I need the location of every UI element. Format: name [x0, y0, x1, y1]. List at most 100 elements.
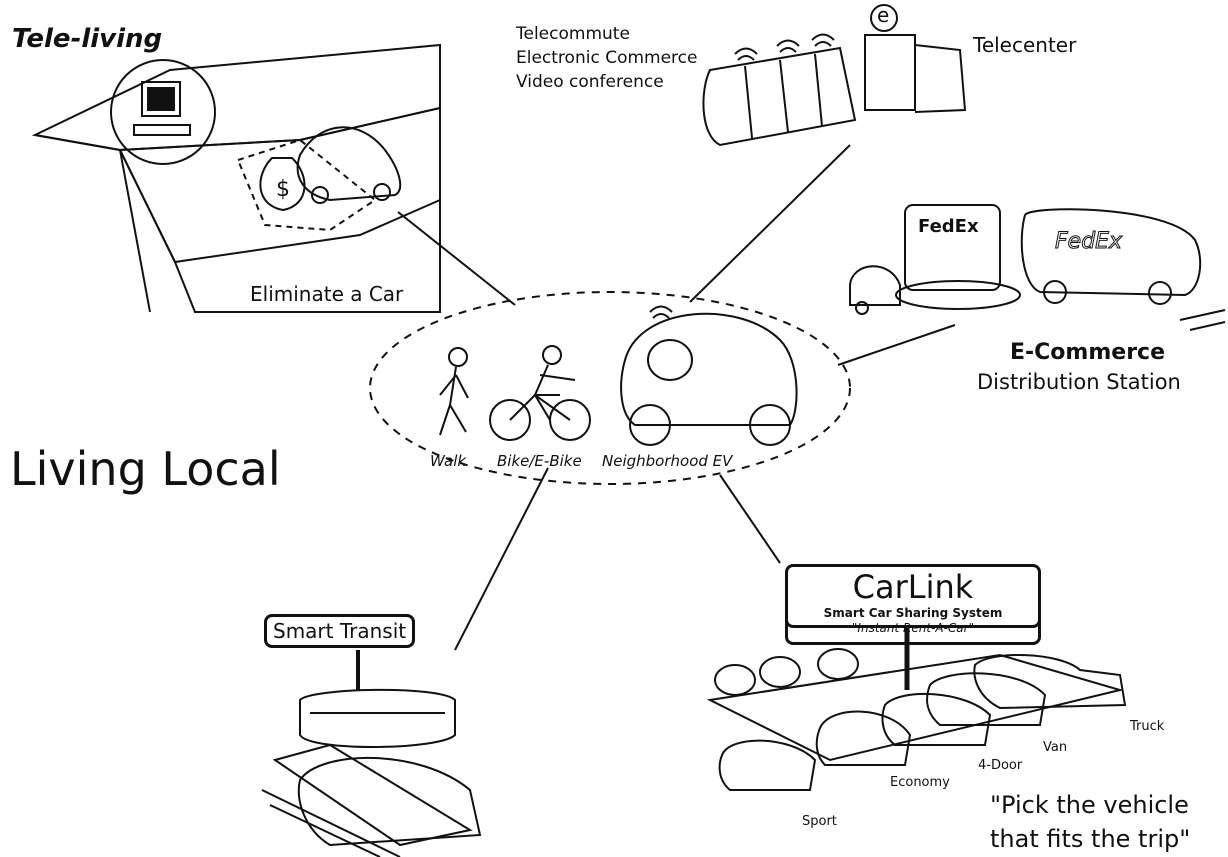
cyclist-body — [535, 365, 575, 420]
van-brand: FedEx — [1055, 229, 1123, 254]
wifi-1 — [735, 49, 757, 61]
ev-wifi — [650, 307, 672, 319]
mode-bike: Bike/E-Bike — [497, 452, 582, 470]
telecenter-services: Telecommute Electronic Commerce Video co… — [516, 22, 697, 94]
bg-car-3 — [818, 649, 858, 679]
telecenter-title: Telecenter — [973, 33, 1077, 57]
ecommerce-subtitle: Distribution Station — [977, 370, 1181, 394]
mode-walk: Walk — [430, 452, 467, 470]
vehicle-type-economy: Economy — [890, 775, 950, 790]
telecenter-annex — [915, 45, 965, 112]
bike-wheel-1 — [490, 400, 530, 440]
telecenter-box — [865, 35, 915, 110]
screen — [148, 88, 174, 110]
pick-vehicle-quote: "Pick the vehicle that fits the trip" — [990, 788, 1190, 856]
station-brand: FedEx — [918, 216, 979, 237]
monitor — [142, 82, 180, 116]
service-video-conference: Video conference — [516, 72, 664, 92]
cyclist-head — [543, 346, 561, 364]
bus-rib-3 — [815, 54, 822, 126]
computer-circle — [111, 60, 215, 164]
bike-wheel-2 — [550, 400, 590, 440]
ecommerce-title: E-Commerce — [1010, 340, 1165, 365]
house-front — [120, 150, 150, 312]
bus-rib-1 — [745, 66, 752, 138]
tele-living-house-drawing: $ — [35, 45, 440, 312]
fourdoor-car — [882, 694, 990, 745]
telecenter-drawing — [703, 5, 965, 145]
e-badge-circle — [871, 5, 897, 31]
exit-arrow — [1180, 310, 1225, 330]
bike-frame — [510, 395, 570, 420]
line-to-carlink — [720, 475, 780, 563]
quote-line-1: "Pick the vehicle — [990, 791, 1189, 819]
carlink-tagline: "Instant Rent-A-Car" — [851, 621, 975, 635]
ev-body — [621, 314, 796, 425]
wifi-3 — [812, 35, 834, 47]
delivery-van — [1022, 209, 1200, 295]
sport-car — [720, 741, 815, 790]
carlink-sign: CarLink — [785, 564, 1041, 628]
parking-outline — [238, 140, 375, 230]
carlink-sign-lower: Smart Car Sharing System "Instant Rent-A… — [785, 606, 1041, 645]
transit-drawing — [262, 650, 480, 857]
bus-rib-2 — [780, 60, 788, 132]
wifi-2 — [777, 41, 799, 53]
home-car-wheel-2 — [374, 184, 390, 200]
walker-head — [449, 348, 467, 366]
truck-car — [974, 655, 1125, 708]
connector-lines — [398, 145, 955, 650]
mode-drawings — [440, 307, 797, 446]
walker-body — [440, 367, 468, 435]
van-car — [927, 673, 1045, 725]
money-bag — [260, 158, 304, 210]
economy-car — [817, 712, 910, 765]
vehicle-type-sport: Sport — [802, 814, 837, 829]
tele-living-title: Tele-living — [12, 24, 163, 54]
living-local-title: Living Local — [10, 442, 281, 496]
house-edge — [35, 135, 120, 150]
small-car — [850, 266, 900, 305]
transit-track-1 — [275, 745, 470, 845]
eliminate-car-label: Eliminate a Car — [250, 282, 404, 306]
keyboard — [134, 125, 190, 135]
house-roof — [35, 45, 440, 150]
home-car — [298, 127, 401, 200]
ecommerce-drawing: FedEx FedEx — [850, 205, 1225, 330]
vehicle-type-truck: Truck — [1130, 719, 1165, 734]
line-to-telecenter — [690, 145, 850, 302]
e-badge-label: e — [877, 3, 890, 27]
carlink-title: CarLink — [852, 568, 974, 606]
dollar-sign: $ — [276, 177, 290, 202]
line-to-ecommerce — [838, 325, 955, 365]
van-wheel-2 — [1149, 282, 1171, 304]
service-ecommerce: Electronic Commerce — [516, 48, 698, 68]
vehicle-type-van: Van — [1043, 740, 1068, 755]
telecenter-bus — [703, 48, 855, 145]
home-car-wheel-1 — [312, 187, 328, 203]
quote-line-2: that fits the trip" — [990, 825, 1191, 853]
ev-wheel-1 — [630, 405, 670, 445]
van-wheel-1 — [1044, 281, 1066, 303]
vehicle-type-4door: 4-Door — [978, 758, 1023, 773]
ev-window — [648, 340, 692, 380]
transit-rails — [262, 790, 400, 857]
service-telecommute: Telecommute — [516, 24, 630, 44]
smart-transit-sign: Smart Transit — [264, 614, 416, 648]
living-local-ellipse — [370, 292, 850, 484]
ev-wheel-2 — [750, 405, 790, 445]
lot-ground — [710, 655, 1120, 760]
bg-car-2 — [760, 657, 800, 687]
carlink-drawing — [710, 620, 1125, 790]
bg-car-1 — [715, 665, 755, 695]
line-to-tele-living — [398, 212, 515, 305]
transit-bus — [300, 690, 455, 747]
small-car-wheel — [856, 302, 868, 314]
station-base — [896, 281, 1020, 309]
house-wall — [120, 150, 440, 312]
mode-ev: Neighborhood EV — [602, 452, 733, 470]
station-kiosk — [905, 205, 1000, 290]
carlink-subtitle-text: Smart Car Sharing System — [823, 606, 1003, 620]
